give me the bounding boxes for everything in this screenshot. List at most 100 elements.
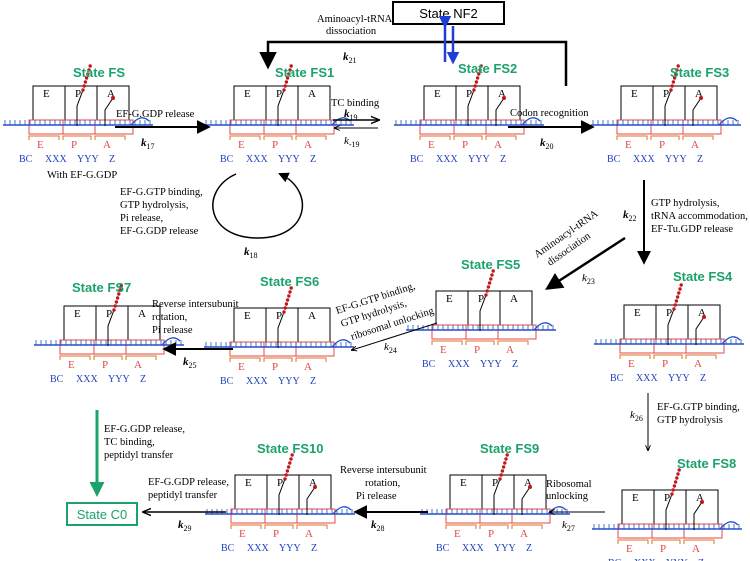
peptide-bead-fs7 — [114, 300, 119, 304]
state-c0-box — [66, 502, 138, 526]
k25-desc-3: Pi release — [152, 325, 193, 336]
bracket-2-fs5 — [497, 340, 529, 345]
seq-bc-fs2: BC — [410, 154, 424, 165]
peptide-bead-fs2 — [475, 76, 480, 80]
peptide-bead-fs1 — [285, 76, 290, 80]
seq-yyy-fs5: YYY — [480, 359, 502, 370]
peptide-bead-fs9 — [501, 465, 506, 469]
large-subunit-fs9 — [449, 474, 547, 510]
codon-a-fs4: A — [694, 358, 702, 370]
large-subunit-fs4 — [623, 304, 721, 340]
arrow-k21 — [259, 40, 568, 86]
peptide-bead-fs10 — [288, 461, 292, 465]
peptide-bead-fs10 — [283, 477, 287, 481]
bracket-0-fs1 — [229, 135, 261, 140]
k27-desc-1: Ribosomal — [546, 479, 592, 490]
peptide-bead-fs6 — [285, 298, 290, 302]
peptide-bead-fs5 — [485, 289, 489, 293]
peptide-bead-fs9 — [504, 457, 508, 461]
k28-desc-2: rotation, — [365, 478, 400, 489]
codon-a-fs9: A — [520, 528, 528, 540]
seq-yyy-fs10: YYY — [279, 543, 301, 554]
trna-p-fs — [76, 89, 84, 126]
seq-yyy-fs8: YYY — [666, 558, 688, 561]
peptide-bead-fs7 — [119, 284, 123, 288]
codon-p-fs7: P — [102, 359, 108, 371]
codon-e-fs4: E — [628, 358, 635, 370]
k22-desc-2: tRNA accommodation, — [651, 211, 748, 222]
seq-xxx-fs6: XXX — [246, 376, 268, 387]
trna-p-fs4 — [667, 308, 675, 345]
seq-bc-fs6: BC — [220, 376, 234, 387]
site-e-fs1: E — [244, 88, 251, 100]
site-a-fs6: A — [308, 310, 316, 322]
bracket-0-fs6 — [229, 357, 261, 362]
trna-p-fs3 — [664, 89, 672, 126]
aa-bead-fs2 — [502, 96, 506, 100]
seq-xxx-fs9: XXX — [462, 543, 484, 554]
k21-rate: k21 — [343, 51, 357, 65]
bracket-1-fs10 — [264, 524, 294, 529]
peptide-bead-fs — [87, 68, 91, 72]
bracket-1-fs1 — [263, 135, 293, 140]
peptide-bead-fs5 — [486, 285, 491, 289]
k18-desc-1: EF-G.GTP binding, — [120, 187, 203, 198]
codon-a-fs1: A — [304, 139, 312, 151]
c0-desc-2: TC binding, — [104, 437, 155, 448]
k22-rate: k22 — [623, 209, 637, 223]
k26-rate: k26 — [630, 409, 643, 423]
peptide-bead-fs5 — [491, 269, 495, 273]
bracket-1-fs6 — [263, 357, 293, 362]
codon-p-fs10: P — [273, 528, 279, 540]
seq-bc-fs5: BC — [422, 359, 436, 370]
bracket-0-fs3 — [616, 135, 648, 140]
peptide-bead-fs3 — [676, 64, 680, 68]
trna-p-fs1 — [277, 89, 285, 126]
bracket-0-fs7 — [59, 355, 91, 360]
seq-z-fs9: Z — [526, 543, 532, 554]
state-fs3-label: State FS3 — [670, 65, 729, 80]
codon-a-fs3: A — [691, 139, 699, 151]
seq-bc-fs7: BC — [50, 374, 64, 385]
peptide-bead-fs1 — [289, 64, 293, 68]
site-p-fs5: P — [478, 293, 484, 305]
peptide-bead-fs3 — [675, 68, 679, 72]
peptide-bead-fs2 — [473, 84, 477, 88]
aa-bead-fs4 — [702, 315, 706, 319]
mrna-curl-fs — [130, 117, 150, 126]
site-e-fs9: E — [460, 477, 467, 489]
bracket-0-fs — [28, 135, 60, 140]
large-subunit-fs3 — [620, 85, 718, 121]
k25-rate: k25 — [183, 356, 197, 370]
peptide-bead-fs2 — [477, 72, 481, 76]
small-subunit-fs9 — [445, 508, 551, 524]
seq-bc-fs1: BC — [220, 154, 234, 165]
seq-yyy-fs: YYY — [77, 154, 99, 165]
peptide-bead-fs5 — [484, 293, 488, 297]
peptide-bead-fs2 — [474, 80, 479, 84]
peptide-bead-fs9 — [499, 473, 503, 477]
state-fs4-label: State FS4 — [673, 269, 733, 284]
k19-desc: TC binding — [331, 98, 380, 109]
peptide-bead-fs7 — [113, 304, 117, 308]
k18-desc-3: Pi release, — [120, 213, 163, 224]
k26-desc-1: EF-G.GTP binding, — [657, 402, 740, 413]
codon-e-fs7: E — [68, 359, 75, 371]
site-e-fs6: E — [244, 310, 251, 322]
bracket-2-fs6 — [295, 357, 327, 362]
seq-z-fs6: Z — [310, 376, 316, 387]
codon-p-fs6: P — [272, 361, 278, 373]
site-e-fs2: E — [434, 88, 441, 100]
codon-e-fs1: E — [238, 139, 245, 151]
peptide-bead-fs8 — [676, 472, 680, 476]
codon-e-fs2: E — [428, 139, 435, 151]
trna-a-fs4 — [695, 316, 705, 345]
codon-a-fs7: A — [134, 359, 142, 371]
state-nf2-label: State NF2 — [419, 6, 478, 21]
codon-e-fs6: E — [238, 361, 245, 373]
peptide-bead-fs3 — [672, 76, 677, 80]
